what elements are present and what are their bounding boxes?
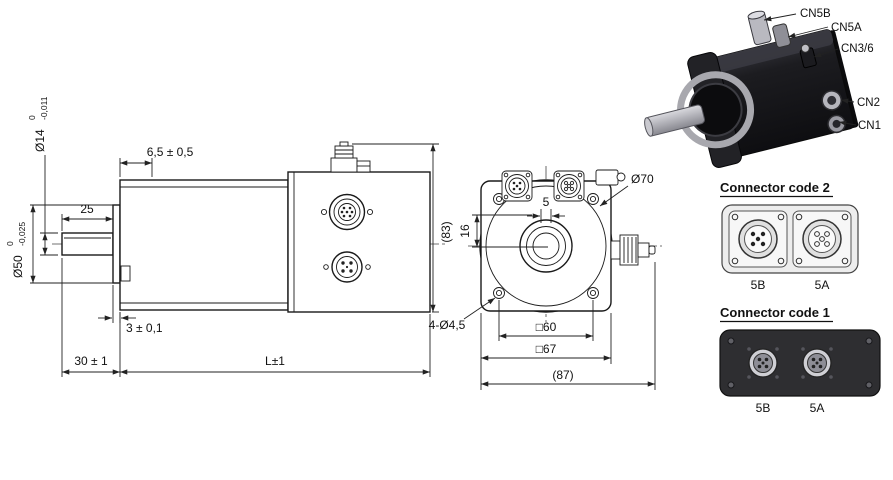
photo-callouts: CN5B CN5A CN3/6 CN2 CN1 [763,8,881,132]
dim-shaft-dia-tol-upper: 0 [27,115,37,120]
connector-housing [287,171,431,313]
dim-83-label: (83) [439,221,453,242]
dim-L: L±1 [120,314,431,377]
connector-code-1-title: Connector code 1 [720,305,830,320]
dim-L-label: L±1 [265,354,285,368]
motor-render [644,10,859,168]
shaft-end [644,117,654,137]
dim-83: (83) [352,143,453,313]
callout-cn1: CN1 [858,120,881,132]
panel-screw [727,337,735,345]
dim-30: 30 ± 1 [61,258,121,377]
callout-cn2: CN2 [857,97,880,109]
connector-cn2-center [827,95,837,105]
dim-5-label: 5 [543,195,550,209]
top-connector-stubs [330,141,371,173]
connector-5b-code2 [728,210,788,268]
dim-70-label: Ø70 [631,172,654,186]
front-top-connectors [501,170,585,202]
dim-square67-label: □67 [536,342,557,356]
connector-cn5b-cap [747,10,766,20]
connector-code-1-panel [719,329,881,397]
flange-spigot [112,204,121,284]
callout-cn36: CN3/6 [841,43,874,55]
callout-cn5b: CN5B [800,8,831,20]
connector-cn1-center [832,119,841,128]
panel-screw [727,381,735,389]
side-connector-face-top [320,193,374,231]
dim-square67: □67 [480,313,612,390]
dim-holes: 4-Ø4,5 [429,297,496,332]
side-view-outline [61,171,431,313]
motor-top-highlight [703,29,834,75]
dim-25: 25 [61,202,113,231]
dim-square60: □60 [498,300,594,341]
dim-6-5: 6,5 ± 0,5 [119,145,194,177]
dim-16: 16 [458,214,548,248]
dim-87: (87) [481,262,656,390]
label-5b-code2: 5B [751,278,766,292]
dim-flange-dia-label: Ø50 [11,255,25,278]
body-notch [120,265,131,282]
dim-shaft-dia-label: Ø14 [33,129,47,152]
dim-30-label: 30 ± 1 [74,354,108,368]
dim-5: 5 [527,195,565,223]
callout-cn5a: CN5A [831,22,862,34]
connector-cn36-tip [800,43,810,53]
dim-6-5-label: 6,5 ± 0,5 [147,145,194,159]
motor-body [119,179,289,311]
dim-16-label: 16 [458,224,472,238]
dim-flange-diameter: Ø50 0 -0,025 [5,204,114,284]
dim-flange-dia-tol-upper: 0 [5,241,15,246]
front-top-right-widget [595,169,626,186]
connector-code-2-title: Connector code 2 [720,180,830,195]
connector-5b-code1 [747,347,779,379]
panel-screw [865,337,873,345]
panel-screw [865,381,873,389]
front-view: 5 16 Ø70 4-Ø4,5 □60 [429,166,662,390]
dim-holes-label: 4-Ø4,5 [429,318,466,332]
label-5b-code1: 5B [756,401,771,415]
dim-3-label: 3 ± 0,1 [126,321,163,335]
dim-87-label: (87) [552,368,573,382]
side-view: 6,5 ± 0,5 25 Ø14 0 -0,011 Ø50 [5,96,453,377]
label-5a-code1: 5A [810,401,825,415]
connector-code-1: Connector code 1 5B 5A [719,305,881,415]
front-view-outline [479,179,613,313]
front-right-connector [610,234,656,266]
dim-25-label: 25 [80,202,94,216]
connector-5a-code1 [801,347,833,379]
dim-flange-dia-tol-lower: -0,025 [17,222,27,246]
connector-code-2: Connector code 2 5B 5A [720,180,859,292]
side-connector-face-bottom [323,251,371,283]
dim-shaft-diameter: Ø14 0 -0,011 [27,96,58,256]
dim-shaft-dia-tol-lower: -0,011 [39,96,49,120]
dim-70: Ø70 [599,172,654,207]
shaft [61,232,114,256]
product-photo: CN5B CN5A CN3/6 CN2 CN1 [644,8,881,168]
dim-square60-label: □60 [536,320,557,334]
dim-3: 3 ± 0,1 [98,285,163,335]
label-5a-code2: 5A [815,278,830,292]
connector-5a-code2 [792,210,852,268]
shaft-render [644,104,706,137]
